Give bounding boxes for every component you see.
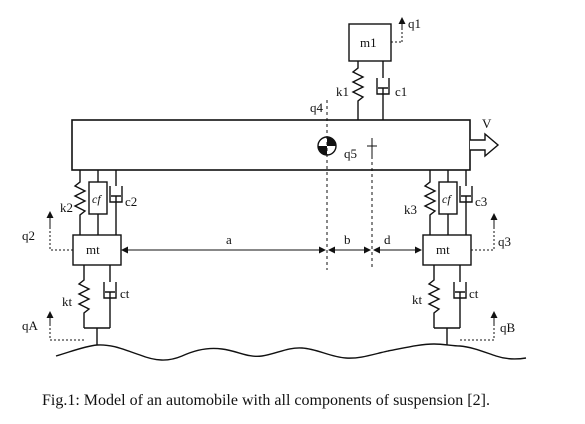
center-of-gravity-icon [317, 136, 337, 156]
mt-right-label: mt [436, 242, 450, 257]
road-profile [55, 343, 527, 361]
ct-left-damper [103, 265, 117, 328]
dimension-d-label: d [384, 232, 391, 247]
q3-label: q3 [498, 234, 511, 249]
velocity-arrow-icon [470, 132, 500, 158]
c1-label: c1 [395, 84, 407, 99]
ct-right-damper [453, 265, 467, 328]
k2-spring [73, 170, 87, 235]
q4-label: q4 [310, 100, 324, 115]
k1-label: k1 [336, 84, 349, 99]
car-body [71, 119, 471, 171]
dimension-b-label: b [344, 232, 351, 247]
qB-marker [460, 326, 495, 341]
c1-damper [376, 61, 390, 120]
dimension-a-label: a [226, 232, 232, 247]
q5-label: q5 [344, 146, 357, 161]
c2-damper [109, 170, 123, 235]
q2-marker [49, 228, 73, 251]
kt-left-spring [77, 265, 91, 328]
m1-label: m1 [360, 35, 377, 50]
figure-caption: Fig.1: Model of an automobile with all c… [42, 392, 490, 409]
k3-spring [423, 170, 437, 235]
kt-left-label: kt [62, 294, 73, 309]
mt-left-label: mt [86, 242, 100, 257]
cf-right-label: cf [442, 192, 452, 206]
k1-spring [351, 61, 365, 120]
c3-damper [459, 170, 473, 235]
c3-label: c3 [475, 194, 487, 209]
ct-left-label: ct [120, 286, 130, 301]
k3-label: k3 [404, 202, 417, 217]
cf-right-box [438, 170, 458, 235]
kt-right-label: kt [412, 292, 423, 307]
cf-left-box [88, 170, 108, 235]
q2-label: q2 [22, 228, 35, 243]
q1-label: q1 [408, 16, 421, 31]
q1-marker [391, 24, 403, 43]
q3-marker [471, 228, 495, 251]
qA-marker [49, 326, 84, 341]
k2-label: k2 [60, 200, 73, 215]
qA-label: qA [22, 318, 39, 333]
kt-right-spring [427, 265, 441, 328]
qB-label: qB [500, 320, 516, 335]
cf-left-label: cf [92, 192, 102, 206]
c2-label: c2 [125, 194, 137, 209]
ct-right-label: ct [469, 286, 479, 301]
velocity-label: V [482, 116, 492, 131]
cg-plus-marker [367, 138, 377, 156]
